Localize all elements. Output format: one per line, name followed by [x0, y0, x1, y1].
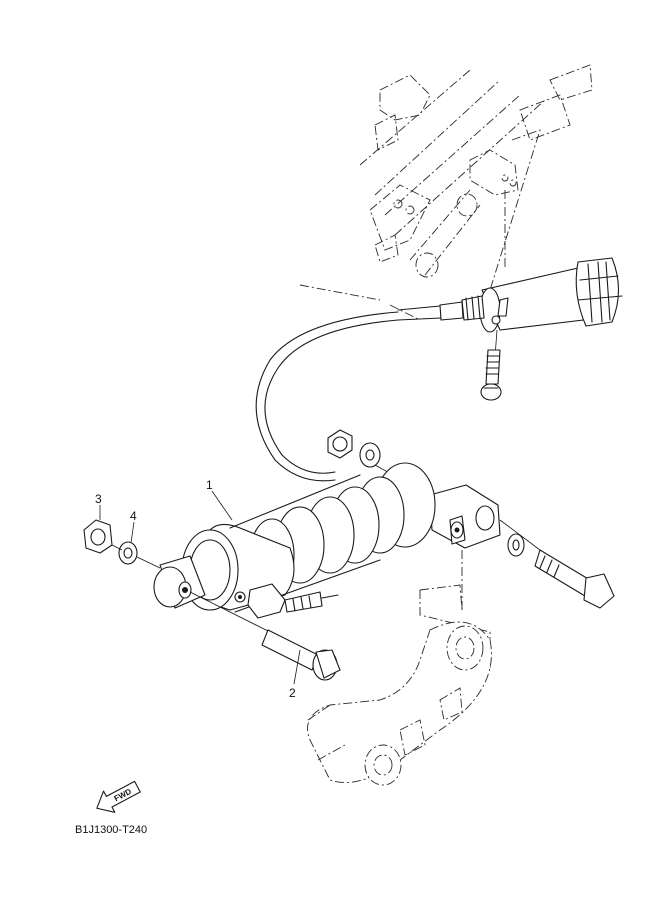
- adjuster-mount-bolt: [480, 329, 502, 401]
- upper-mount-hardware: [327, 429, 421, 491]
- relay-arm-ghost: [307, 550, 492, 786]
- callout-4: 4: [130, 509, 137, 523]
- frame-ghost: [299, 64, 593, 321]
- drawing-code: B1J1300-T240: [75, 824, 147, 836]
- fwd-direction-badge: FWD: [96, 780, 141, 813]
- callout-1: 1: [206, 478, 213, 492]
- callout-2: 2: [289, 686, 296, 700]
- callout-leaders: [99, 490, 301, 685]
- callout-3: 3: [95, 492, 102, 506]
- lower-mount-bolt: [189, 591, 341, 681]
- upper-right-bolt: [499, 519, 615, 609]
- rear-shock-absorber: [153, 462, 501, 619]
- nut-and-washer: [83, 519, 161, 569]
- preload-adjuster: [397, 257, 623, 333]
- remote-hose: [255, 311, 399, 482]
